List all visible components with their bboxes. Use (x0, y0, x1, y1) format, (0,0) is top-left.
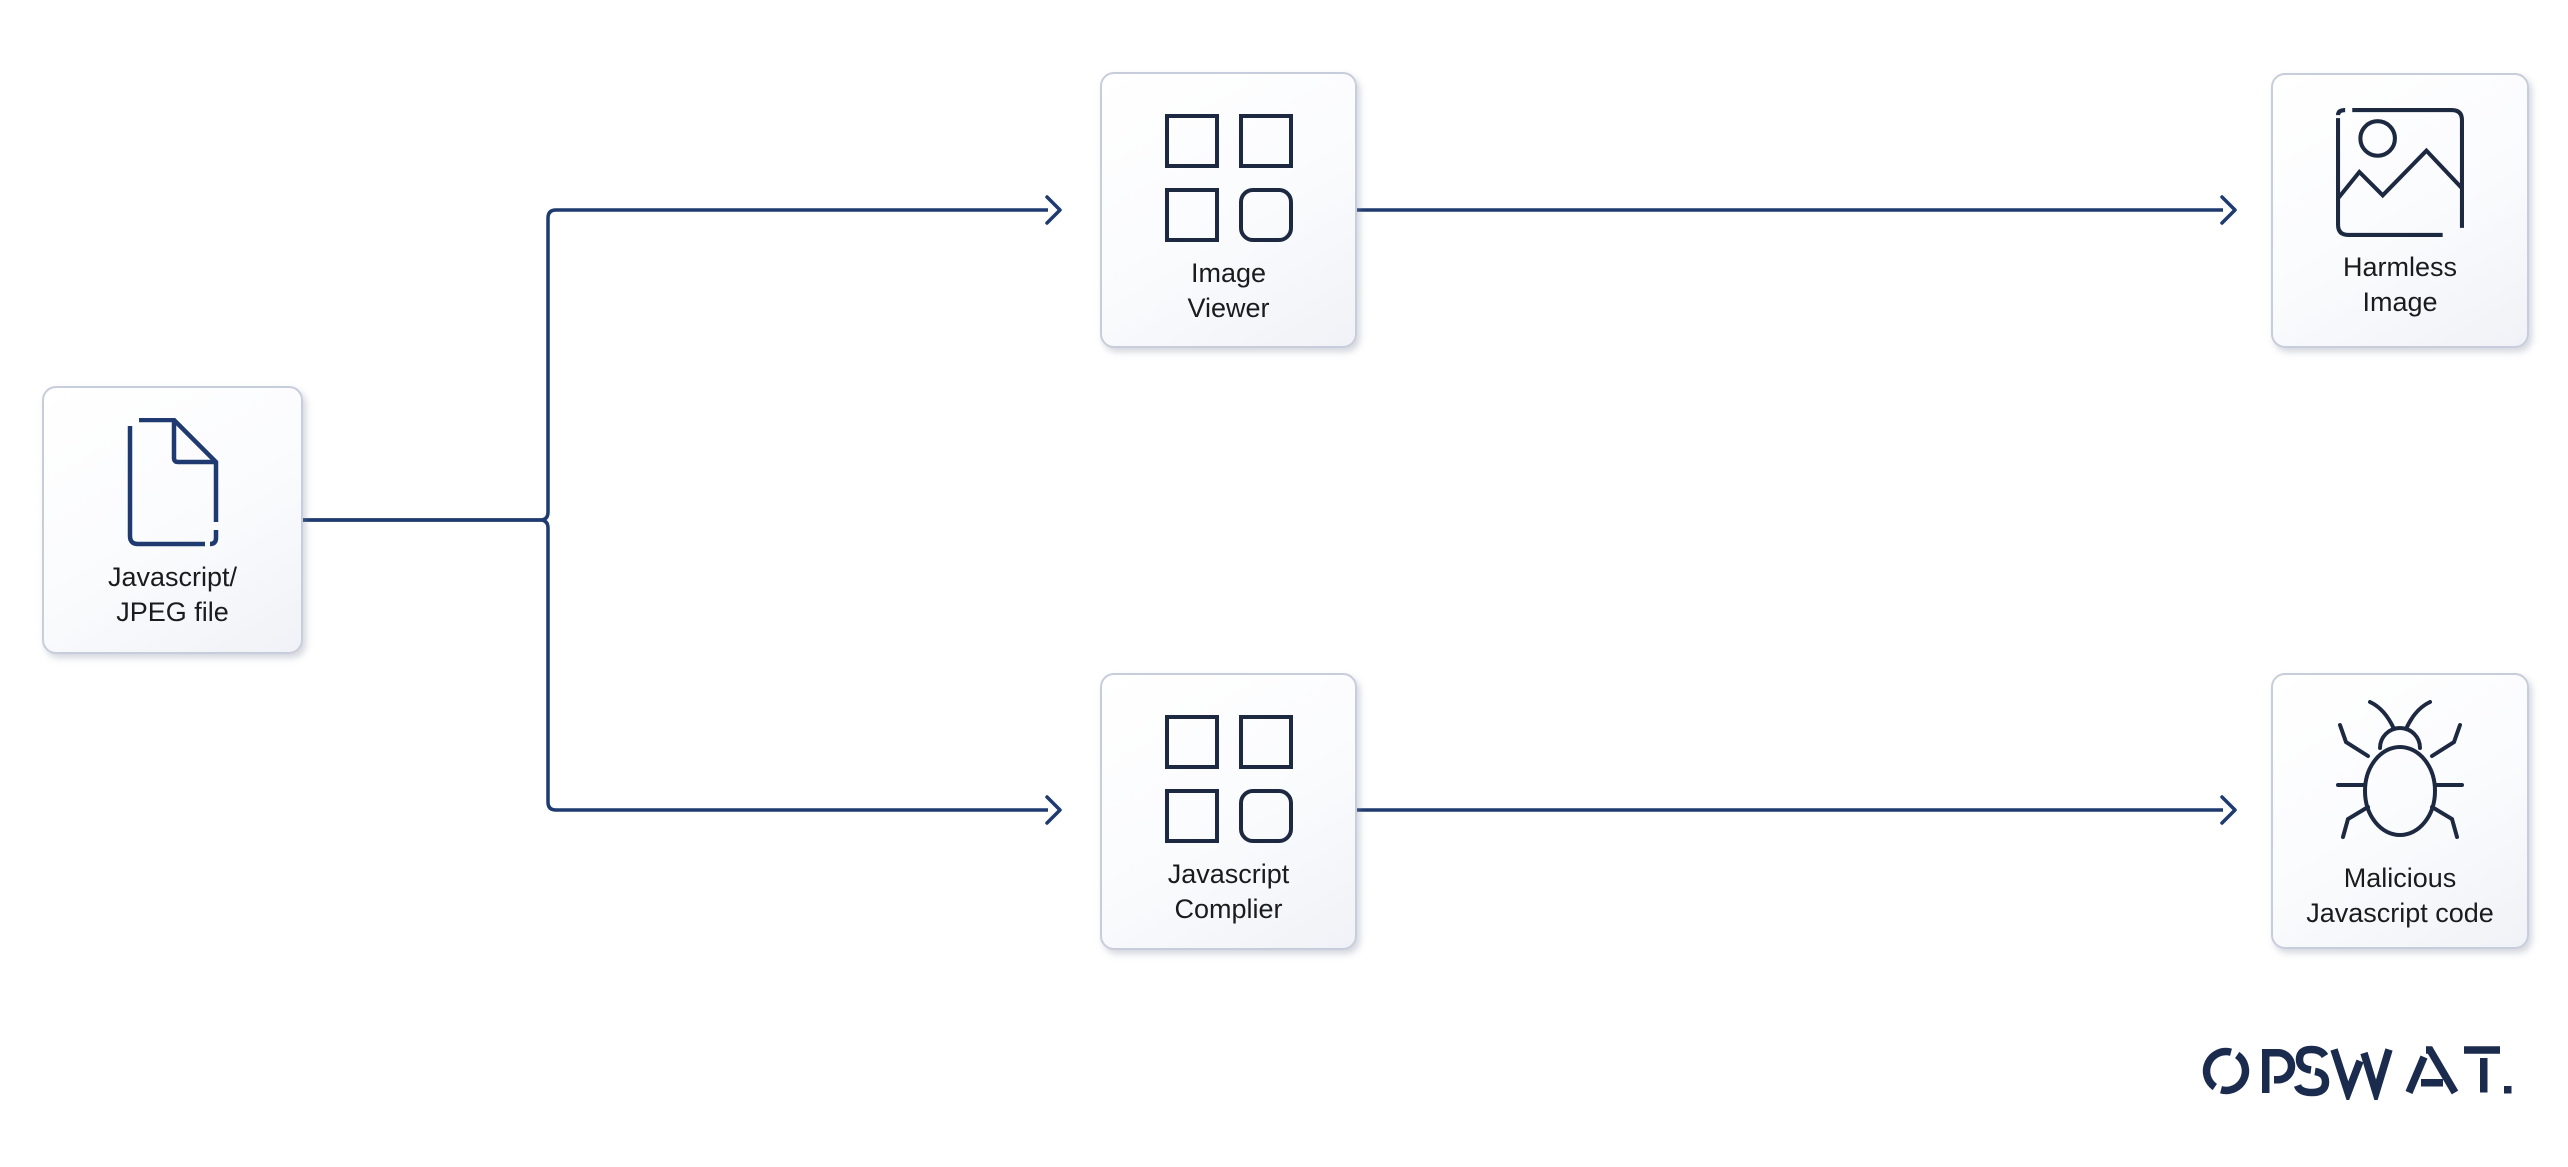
node-label: Image Viewer (1187, 256, 1269, 326)
node-javascript-jpeg-file: Javascript/ JPEG file (42, 386, 303, 654)
node-label-line: Viewer (1187, 293, 1270, 323)
opswat-wordmark (2202, 1045, 2512, 1100)
node-label-line: Malicious (2343, 863, 2457, 893)
connector-source-to-image-viewer (303, 208, 1048, 522)
grid-icon (1164, 114, 1293, 242)
arrowhead-image-viewer (1045, 195, 1062, 225)
node-javascript-complier: Javascript Complier (1100, 673, 1357, 950)
node-label: Javascript Complier (1168, 857, 1290, 927)
node-label-line: Javascript (1167, 859, 1290, 889)
arrowhead-harmless-image (2220, 195, 2237, 225)
node-label: Javascript/ JPEG file (108, 560, 237, 630)
node-label-line: Harmless (2342, 252, 2457, 282)
image-icon (2336, 108, 2464, 237)
grid-icon (1164, 715, 1293, 843)
bug-icon (2336, 700, 2464, 839)
opswat-logo: OPSWAT. (2200, 1044, 2512, 1100)
node-label: Harmless Image (2343, 250, 2457, 320)
node-label-line: Image (2362, 287, 2438, 317)
node-label: Malicious Javascript code (2306, 861, 2494, 931)
node-label-line: Image (1190, 258, 1267, 288)
node-label-line: Javascript code (2306, 898, 2494, 928)
node-image-viewer: Image Viewer (1100, 72, 1357, 348)
connector-source-to-javascript-complier (303, 518, 1048, 812)
node-label-line: Complier (1174, 894, 1283, 924)
arrowhead-malicious-code (2220, 795, 2237, 825)
node-label-line: Javascript/ (107, 562, 238, 592)
node-harmless-image: Harmless Image (2271, 73, 2529, 348)
node-label-line: JPEG file (116, 597, 229, 627)
arrowhead-javascript-complier (1045, 795, 1062, 825)
node-malicious-javascript-code: Malicious Javascript code (2271, 673, 2529, 949)
file-icon (127, 418, 218, 547)
